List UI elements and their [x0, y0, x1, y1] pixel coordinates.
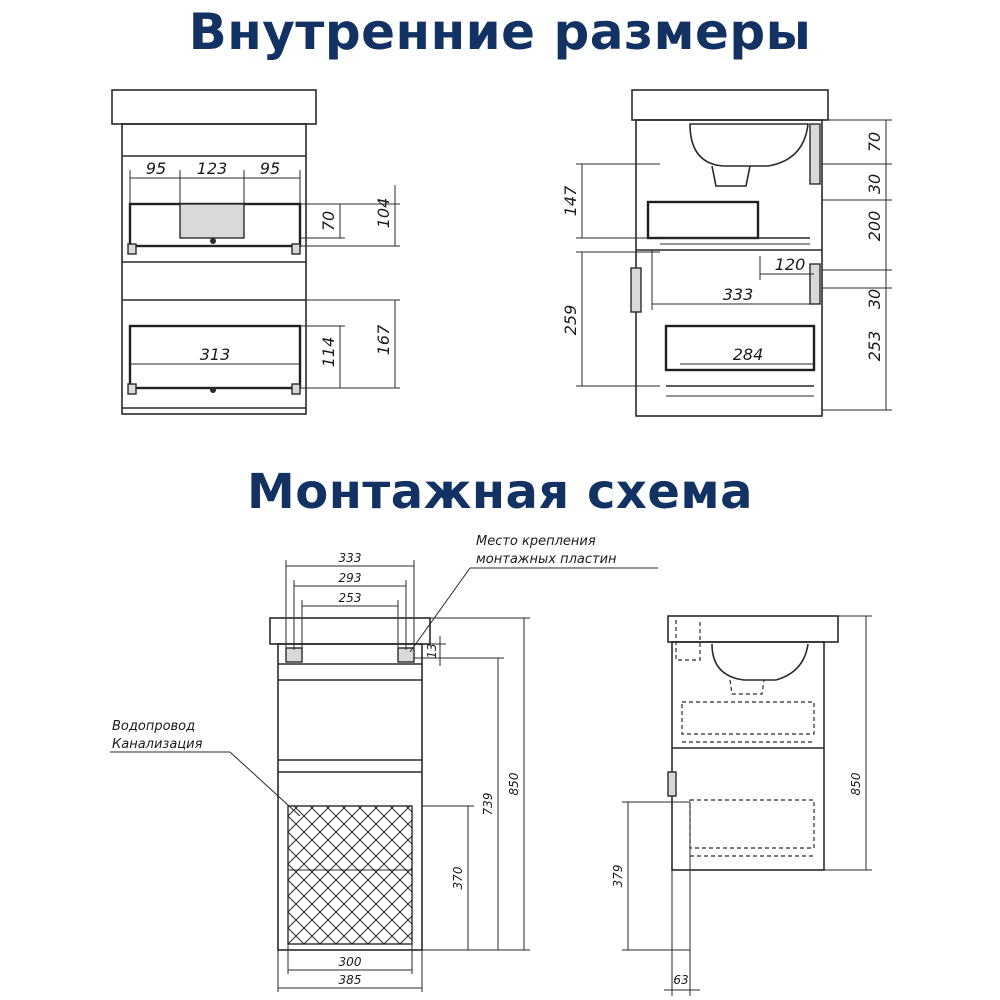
dim-side-right-200: 200	[865, 211, 884, 242]
dim-mount-width-253: 253	[339, 591, 362, 605]
mount-body	[277, 643, 423, 951]
dim-side-offset-63: 63	[673, 973, 688, 987]
dim-plate-height: 13	[425, 643, 439, 658]
plate-note-line1: Место крепления	[476, 534, 596, 549]
mount-basin	[711, 643, 809, 681]
dim-side-height-850: 850	[849, 772, 863, 795]
dim-side-depth-drawer-bottom: 284	[733, 345, 764, 364]
mount-side-view: 850 379 63	[611, 615, 872, 996]
mount-side-countertop	[667, 615, 839, 643]
dim-side-right-30b: 30	[865, 289, 884, 309]
side-top-drawer	[646, 200, 760, 240]
dim-bottom-drawer-outer: 167	[374, 324, 393, 355]
heading-inner-dimensions: Внутренние размеры	[188, 3, 812, 61]
cabinet-body	[121, 123, 307, 415]
dim-side-depth-small: 120	[775, 255, 806, 274]
inner-side-view: 147 259 120 333 284 70 30 200 30 253	[561, 89, 892, 417]
dim-mount-bottom-300: 300	[339, 955, 362, 969]
dim-bottom-width: 313	[200, 345, 231, 364]
plate-note-line2: монтажных пластин	[476, 552, 617, 567]
dim-side-right-30a: 30	[865, 174, 884, 194]
dim-mount-bottom-385: 385	[339, 973, 362, 987]
dim-side-depth-drawer-top: 333	[723, 285, 754, 304]
mount-side-top-drawer	[681, 701, 815, 735]
siphon-cutout	[179, 203, 245, 239]
dim-top-drawer-outer: 104	[374, 198, 393, 229]
mount-side-bottom-drawer	[689, 799, 815, 849]
dim-side-right-70: 70	[865, 132, 884, 152]
dim-mount-height-850: 850	[507, 772, 521, 795]
pipes-note-line1: Водопровод	[112, 719, 195, 734]
inner-front-view: 95 123 95 70 104 313 114 167	[111, 89, 400, 415]
mount-side-body	[671, 641, 825, 871]
dim-top-drawer-inner: 70	[319, 211, 338, 231]
dim-top-right: 95	[260, 159, 280, 178]
basin	[689, 123, 809, 167]
dim-mount-width-293: 293	[339, 571, 362, 585]
dim-side-left-lower: 259	[561, 305, 580, 336]
mount-front-view: 333 293 253 Место крепления монтажных пл…	[110, 534, 658, 992]
pipes-zone	[287, 805, 413, 945]
dim-mount-height-739: 739	[481, 793, 495, 816]
dim-side-height-379: 379	[611, 865, 625, 888]
dim-side-left-upper: 147	[561, 185, 580, 216]
mount-plate-left	[285, 647, 303, 663]
heading-mounting-scheme: Монтажная схема	[246, 464, 754, 520]
side-bottom-drawer	[664, 324, 816, 372]
mount-countertop	[269, 617, 431, 645]
dim-side-right-253: 253	[865, 331, 884, 362]
dim-mount-height-370: 370	[451, 866, 465, 889]
dim-mount-width-333: 333	[339, 551, 362, 565]
dim-top-left: 95	[146, 159, 166, 178]
countertop	[111, 89, 317, 125]
dim-top-middle: 123	[197, 159, 228, 178]
pipes-note-line2: Канализация	[112, 737, 203, 752]
dim-bottom-drawer-inner: 114	[319, 337, 338, 368]
side-countertop	[631, 89, 829, 121]
